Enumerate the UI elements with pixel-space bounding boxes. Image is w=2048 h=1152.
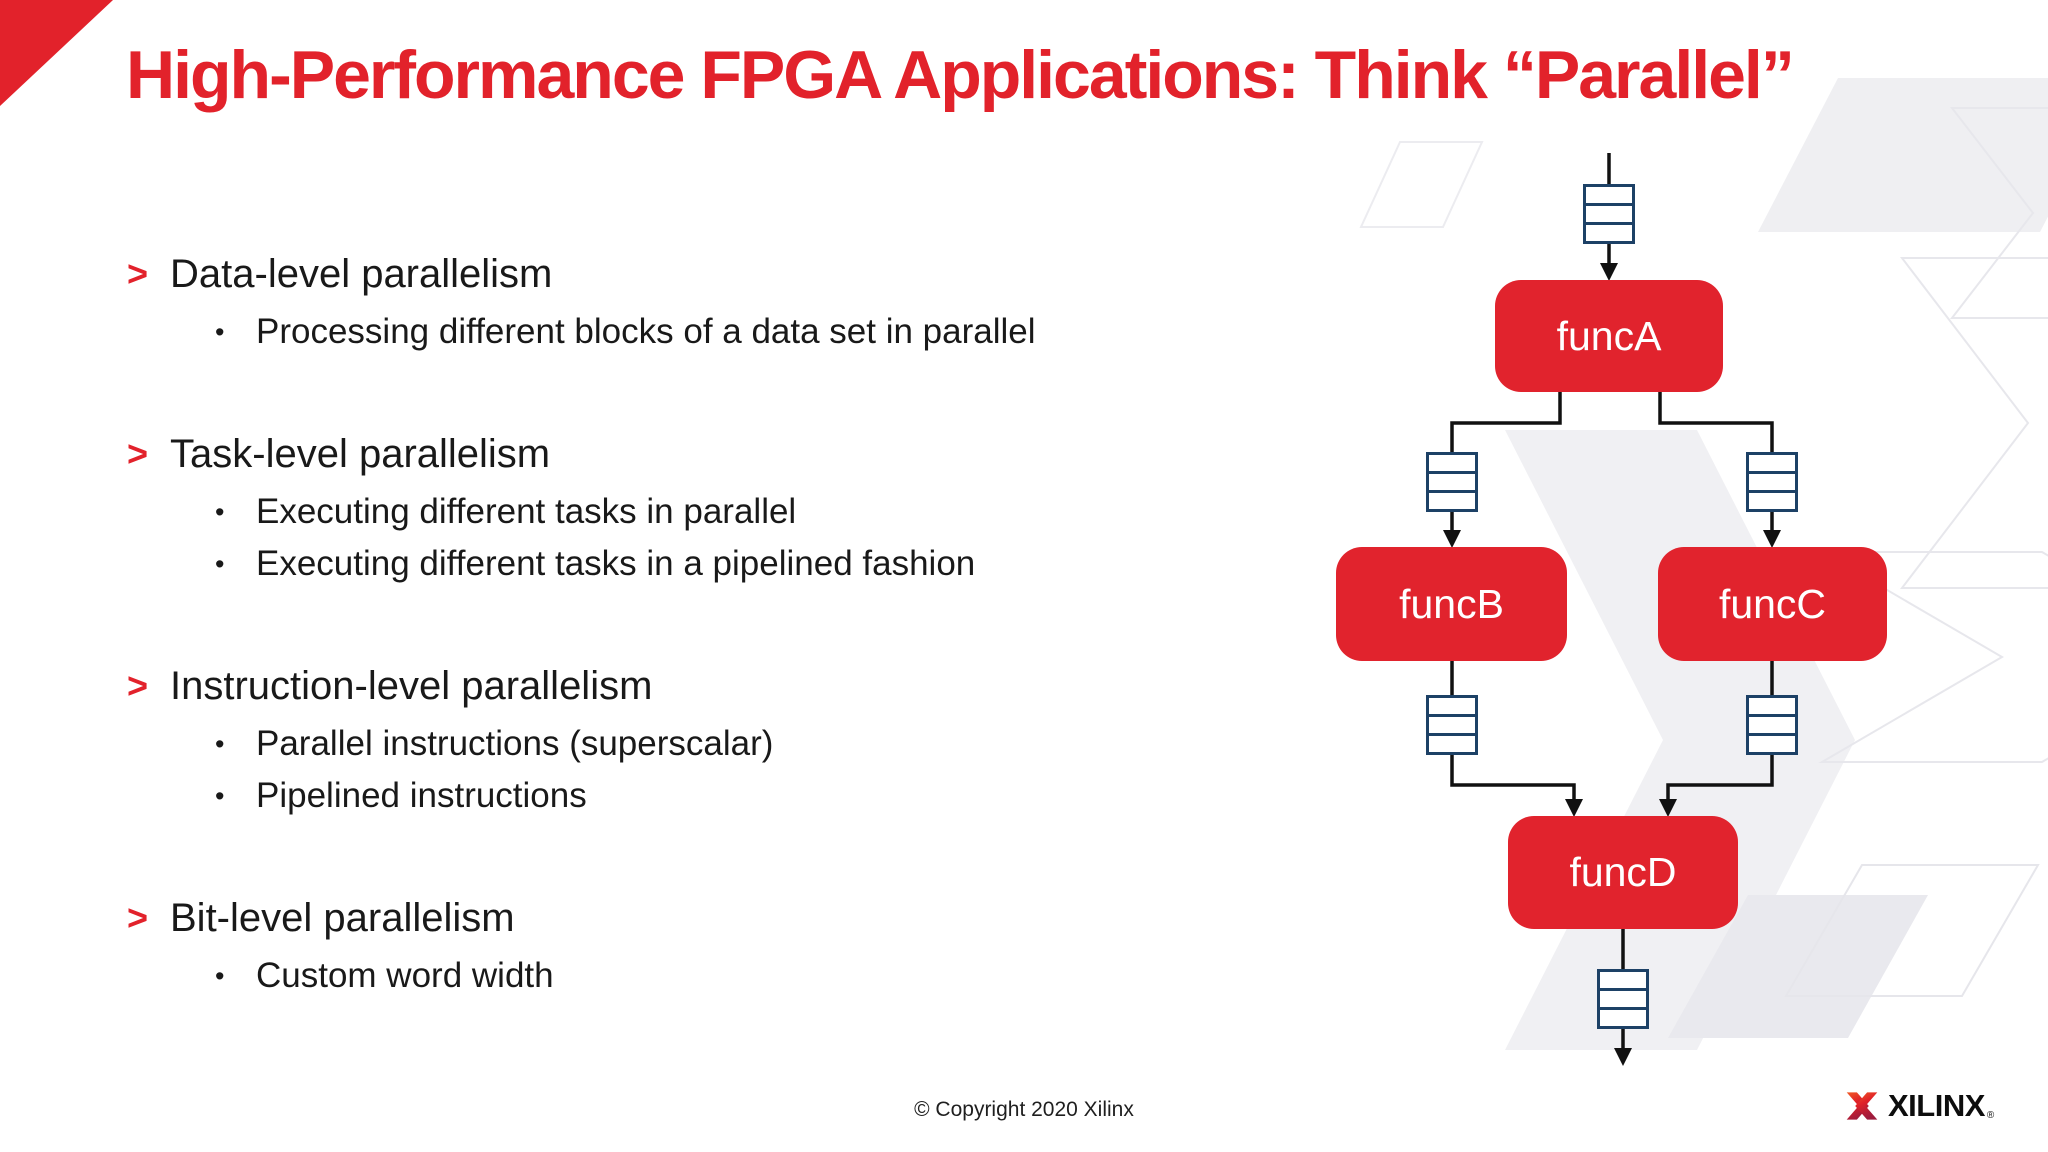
sub-bullet: • Parallel instructions (superscalar) [127,718,1107,770]
fifo-cell [1749,736,1795,752]
fifo-cell [1600,972,1646,991]
sub-bullet: • Executing different tasks in parallel [127,486,1107,538]
sub-bullet-label: Pipelined instructions [256,776,587,815]
node-funcA: funcA [1495,280,1723,392]
copyright-text: © Copyright 2020 Xilinx [914,1098,1134,1121]
bullet-heading-label: Instruction-level parallelism [170,664,653,708]
watermark-parallelogram-outline-small [1359,141,1484,228]
fifo-queue-icon-before-funcC [1746,452,1798,512]
bullet-dot-icon: • [215,497,225,527]
arrowhead-icon [1443,530,1461,548]
chevron-marker-icon: > [127,665,149,706]
fifo-queue-icon-after-funcB [1426,695,1478,755]
fifo-queue-icon-before-funcB [1426,452,1478,512]
xilinx-wordmark: XILINX [1888,1088,1985,1123]
sub-bullets: • Processing different blocks of a data … [127,306,1107,358]
bullet-list: > Data-level parallelism • Processing di… [127,250,1107,1074]
fifo-cell [1429,493,1475,509]
fifo-cell [1429,736,1475,752]
bullet-heading-label: Data-level parallelism [170,252,553,296]
bullet-dot-icon: • [215,961,225,991]
bullet-heading: > Task-level parallelism [127,430,1107,478]
sub-bullets: • Custom word width [127,950,1107,1002]
sub-bullet: • Processing different blocks of a data … [127,306,1107,358]
watermark-chevron-outline-right [1899,257,2048,589]
node-funcC: funcC [1658,547,1887,661]
bullet-group-bit-level: > Bit-level parallelism • Custom word wi… [127,894,1107,1002]
fifo-cell [1600,1010,1646,1026]
bullet-group-task-level: > Task-level parallelism • Executing dif… [127,430,1107,590]
sub-bullets: • Parallel instructions (superscalar) • … [127,718,1107,822]
watermark-parallelogram-fill-bottom [1668,895,1928,1038]
fifo-cell [1749,698,1795,717]
sub-bullet: • Pipelined instructions [127,770,1107,822]
fifo-cell [1749,474,1795,493]
fifo-cell [1429,717,1475,736]
chevron-marker-icon: > [127,433,149,474]
sub-bullet-label: Executing different tasks in parallel [256,492,797,531]
chevron-marker-icon: > [127,897,149,938]
sub-bullet: • Executing different tasks in a pipelin… [127,538,1107,590]
bullet-dot-icon: • [215,317,225,347]
arrowhead-icon [1614,1048,1632,1066]
bullet-group-instruction-level: > Instruction-level parallelism • Parall… [127,662,1107,822]
watermark-parallelogram-outline-bottom [1784,864,2040,997]
sub-bullet-label: Processing different blocks of a data se… [256,312,1036,351]
sub-bullets: • Executing different tasks in parallel … [127,486,1107,590]
fifo-cell [1749,493,1795,509]
fifo-queue-icon-output [1597,969,1649,1029]
fifo-cell [1429,474,1475,493]
bullet-group-data-level: > Data-level parallelism • Processing di… [127,250,1107,358]
dataflow-diagram: funcA funcB funcC funcD [1280,140,1960,1080]
xilinx-logo: XILINX ® [1845,1088,1994,1124]
arrowhead-icon [1659,799,1677,817]
fifo-cell [1586,225,1632,241]
bullet-dot-icon: • [215,549,225,579]
watermark-chevron-outline-mid [1818,551,2048,763]
arrowhead-icon [1763,530,1781,548]
sub-bullet: • Custom word width [127,950,1107,1002]
fifo-cell [1749,717,1795,736]
fifo-cell [1429,698,1475,717]
fifo-cell [1586,206,1632,225]
sub-bullet-label: Custom word width [256,956,554,995]
corner-triangle-decoration [0,0,113,106]
bullet-dot-icon: • [215,729,225,759]
arrowhead-icon [1565,799,1583,817]
watermark-chevron-outline-top [1949,107,2048,319]
node-funcB: funcB [1336,547,1567,661]
xilinx-x-icon [1846,1092,1878,1120]
bullet-heading: > Bit-level parallelism [127,894,1107,942]
bullet-dot-icon: • [215,781,225,811]
fifo-queue-icon-after-funcC [1746,695,1798,755]
bullet-heading: > Instruction-level parallelism [127,662,1107,710]
bullet-heading: > Data-level parallelism [127,250,1107,298]
fifo-cell [1600,991,1646,1010]
watermark-parallelogram-top-right [1758,78,2048,232]
fifo-queue-icon-input [1583,184,1635,244]
fifo-cell [1749,455,1795,474]
sub-bullet-label: Executing different tasks in a pipelined… [256,544,976,583]
registered-mark: ® [1986,1110,1995,1121]
bullet-heading-label: Bit-level parallelism [170,896,515,940]
fifo-cell [1586,187,1632,206]
bullet-heading-label: Task-level parallelism [170,432,551,476]
arrowhead-icon [1600,263,1618,281]
fifo-cell [1429,455,1475,474]
slide-title: High-Performance FPGA Applications: Thin… [126,37,1795,113]
sub-bullet-label: Parallel instructions (superscalar) [256,724,774,763]
node-funcD: funcD [1508,816,1738,929]
chevron-marker-icon: > [127,253,149,294]
